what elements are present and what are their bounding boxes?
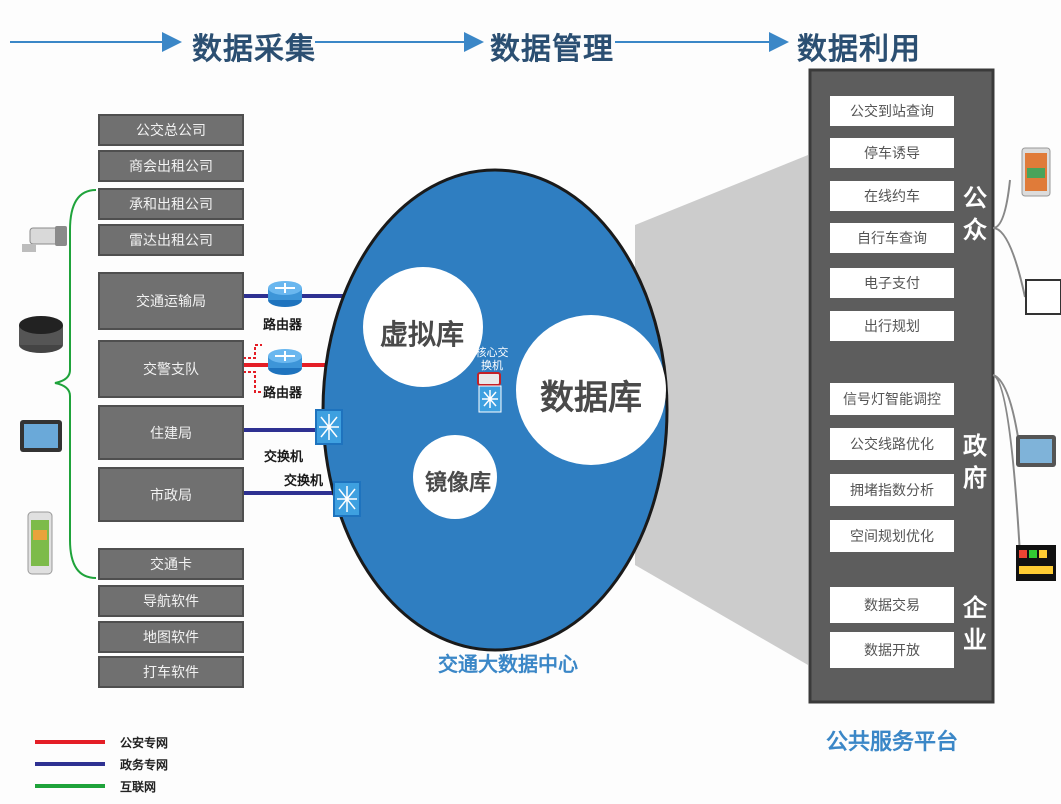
group-government-label: 政府	[963, 432, 987, 492]
switch-icon	[315, 409, 343, 445]
service-item: 信号灯智能调控	[830, 383, 954, 415]
virtual-db-circle	[363, 267, 483, 387]
switch-icon	[333, 481, 361, 517]
service-item: 空间规划优化	[830, 520, 954, 552]
source-box: 公交总公司	[98, 114, 244, 146]
source-box: 交通运输局	[98, 272, 244, 330]
audience-connector	[992, 179, 1026, 556]
data-center-caption: 交通大数据中心	[438, 652, 578, 676]
core-switch-label: 核心交换机	[475, 346, 509, 372]
service-item: 拥堵指数分析	[830, 474, 954, 506]
legend-swatch	[35, 740, 105, 744]
source-box: 地图软件	[98, 621, 244, 653]
internet-bracket	[54, 189, 97, 579]
mirror-db-circle	[413, 435, 497, 519]
smartphone-icon	[27, 511, 53, 575]
phase-collect-label: 数据采集	[192, 32, 316, 67]
data-funnel	[635, 155, 808, 665]
platform-caption: 公共服务平台	[826, 730, 959, 755]
service-item: 数据开放	[830, 632, 954, 668]
source-box: 导航软件	[98, 585, 244, 617]
source-box: 打车软件	[98, 656, 244, 688]
service-item: 自行车查询	[830, 223, 954, 253]
source-box: 交警支队	[98, 340, 244, 398]
service-item: 数据交易	[830, 587, 954, 623]
legend-label: 互联网	[120, 780, 157, 794]
geomagnetic-sensor-icon	[19, 316, 63, 353]
legend-swatch	[35, 762, 105, 766]
camera-icon	[22, 226, 67, 252]
mirror-db-label: 镜像库	[425, 471, 492, 496]
source-box: 雷达出租公司	[98, 224, 244, 256]
service-item: 在线约车	[830, 181, 954, 211]
vehicle-terminal-icon	[20, 420, 62, 452]
monitor-icon	[1025, 279, 1061, 315]
source-box: 商会出租公司	[98, 150, 244, 182]
legend-label: 公安专网	[120, 736, 169, 750]
service-item: 电子支付	[830, 268, 954, 298]
legend-label: 政务专网	[120, 758, 169, 772]
service-item: 停车诱导	[830, 138, 954, 168]
service-item: 公交线路优化	[830, 428, 954, 460]
phase-manage-label: 数据管理	[490, 32, 614, 67]
traffic-sign-icon	[1016, 545, 1056, 581]
tablet-icon	[1021, 147, 1051, 197]
service-item: 出行规划	[830, 311, 954, 341]
main-db-label: 数据库	[540, 378, 642, 418]
switch-label: 交换机	[284, 474, 324, 489]
group-enterprise-label: 企业	[963, 594, 987, 654]
legend-swatch	[35, 784, 105, 788]
source-box: 住建局	[98, 405, 244, 460]
phase-use-label: 数据利用	[797, 32, 921, 67]
router-label: 路由器	[263, 318, 303, 333]
virtual-db-label: 虚拟库	[380, 318, 465, 351]
router-icon	[268, 349, 302, 375]
source-box: 承和出租公司	[98, 188, 244, 220]
dashboard-icon	[1016, 435, 1056, 467]
router-label: 路由器	[263, 386, 303, 401]
router-icon	[268, 281, 302, 307]
service-item: 公交到站查询	[830, 96, 954, 126]
switch-label: 交换机	[264, 450, 304, 465]
core-switch-icon	[477, 372, 502, 413]
source-box: 市政局	[98, 467, 244, 522]
group-public-label: 公众	[963, 184, 987, 244]
source-box: 交通卡	[98, 548, 244, 580]
main-db-circle	[516, 315, 666, 465]
